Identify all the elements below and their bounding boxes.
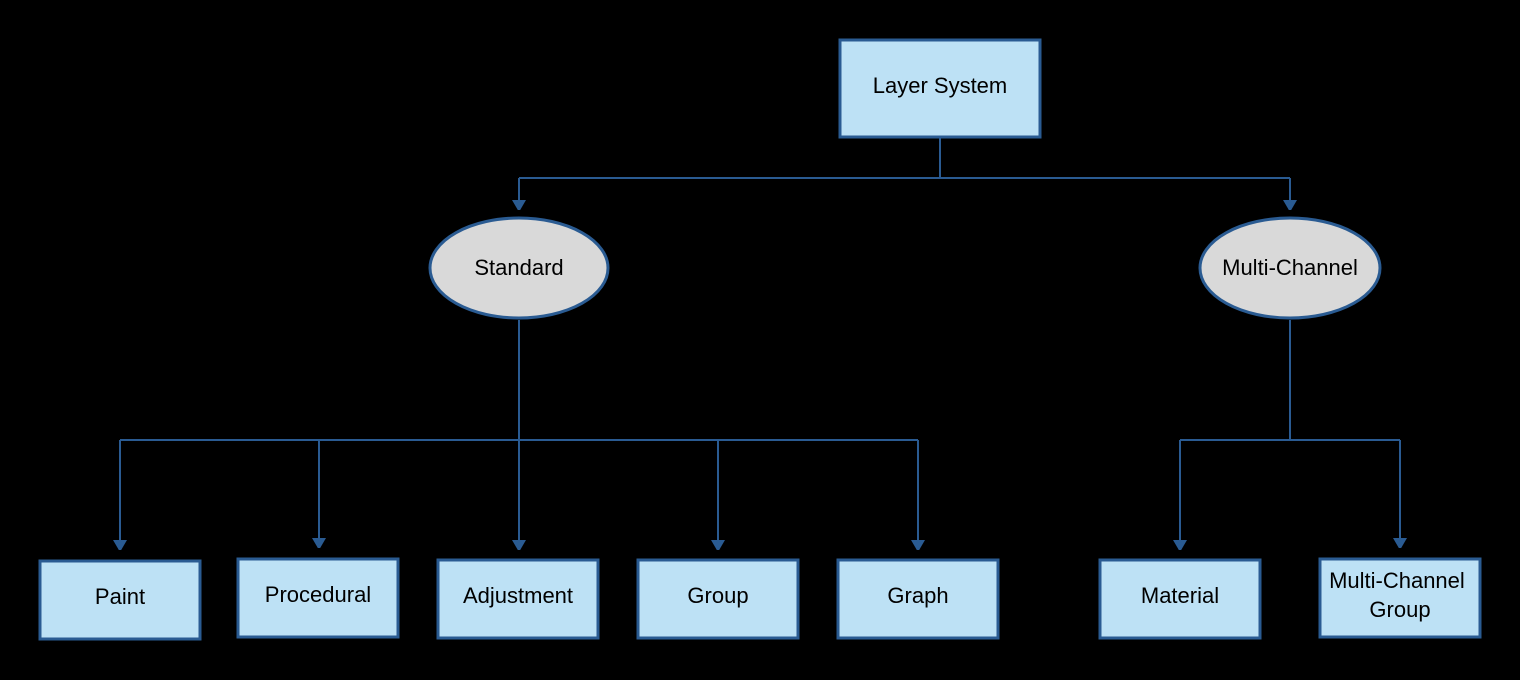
leaf-multichannel-group-label-line1: Multi-Channel <box>1329 568 1465 593</box>
leaf-graph: Graph <box>836 558 1000 640</box>
category-multichannel: Multi-Channel <box>1198 216 1382 320</box>
category-multichannel-label: Multi-Channel <box>1222 255 1358 280</box>
leaf-material: Material <box>1098 558 1262 640</box>
leaf-multichannel-group-label: Multi-Channel Group <box>1329 568 1471 622</box>
leaf-adjustment-label: Adjustment <box>463 583 573 608</box>
leaf-graph-label: Graph <box>887 583 948 608</box>
leaf-procedural-label: Procedural <box>265 582 371 607</box>
category-multichannel-shape <box>1198 216 1382 320</box>
leaf-multichannel-group: Multi-Channel Group <box>1318 557 1482 639</box>
leaf-material-box <box>1098 558 1262 640</box>
leaf-paint: Paint <box>38 559 202 641</box>
leaf-graph-box <box>836 558 1000 640</box>
leaf-group-label: Group <box>687 583 748 608</box>
leaf-group: Group <box>636 558 800 640</box>
leaf-procedural: Procedural <box>236 557 400 639</box>
root-node-label: Layer System <box>873 73 1008 98</box>
leaf-multichannel-group-box <box>1318 557 1482 639</box>
leaf-adjustment-box <box>436 558 600 640</box>
leaf-adjustment: Adjustment <box>436 558 600 640</box>
category-standard: Standard <box>428 216 610 320</box>
root-node: Layer System <box>838 38 1042 139</box>
category-standard-label: Standard <box>474 255 563 280</box>
root-node-box <box>838 38 1042 139</box>
connectors <box>120 138 1400 546</box>
leaf-procedural-box <box>236 557 400 639</box>
leaf-material-label: Material <box>1141 583 1219 608</box>
category-standard-shape <box>428 216 610 320</box>
leaf-group-box <box>636 558 800 640</box>
leaf-paint-box <box>38 559 202 641</box>
leaf-multichannel-group-label-line2: Group <box>1369 597 1430 622</box>
leaf-paint-label: Paint <box>95 584 145 609</box>
